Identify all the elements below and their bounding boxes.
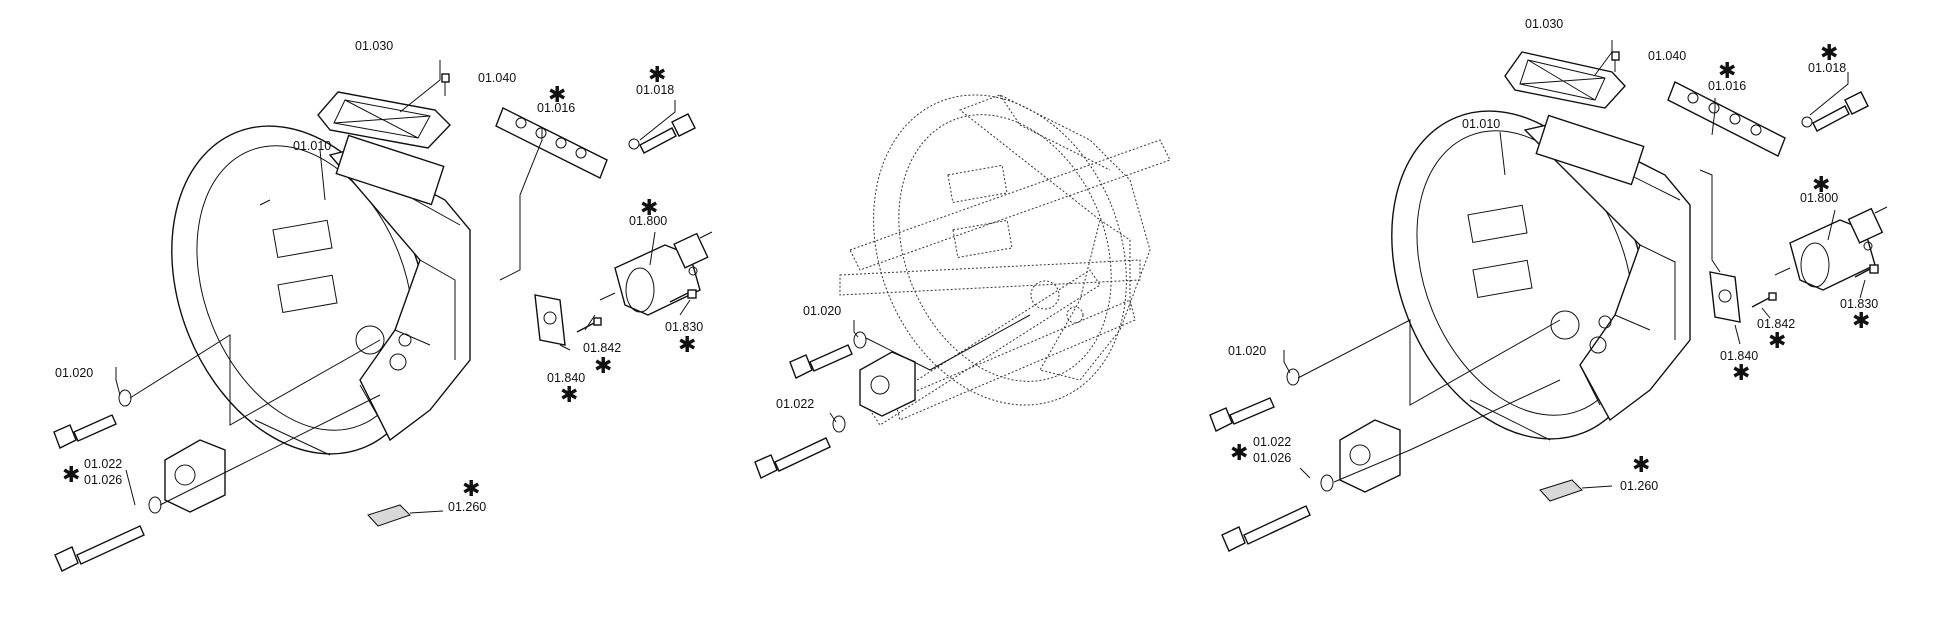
label-right-01016: 01.016 xyxy=(1708,79,1746,93)
middle-assembly: 01.020 01.022 xyxy=(754,94,1171,479)
label-left-01016: 01.016 xyxy=(537,101,575,115)
asterisk-right-01016: ✱ xyxy=(1718,59,1736,84)
label-right-01840: 01.840 xyxy=(1720,349,1758,363)
left-solenoid-valve xyxy=(599,231,713,316)
left-bolt-01830 xyxy=(669,289,697,303)
right-housing xyxy=(1391,110,1691,441)
left-bolt-01040 xyxy=(441,73,450,96)
right-bolt-01020 xyxy=(1209,368,1300,432)
label-right-01010: 01.010 xyxy=(1462,117,1500,131)
asterisk-right-01260: ✱ xyxy=(1632,453,1650,478)
right-bolt-01022 xyxy=(1221,474,1334,552)
left-bracket-block xyxy=(164,439,226,513)
right-cover-plate xyxy=(1504,51,1626,109)
label-left-01030: 01.030 xyxy=(355,39,393,53)
asterisk-right-01840: ✱ xyxy=(1732,361,1750,386)
label-left-01260: 01.260 xyxy=(448,500,486,514)
right-bolt-01040 xyxy=(1611,51,1620,72)
label-left-01020: 01.020 xyxy=(55,366,93,380)
middle-bolt-01022 xyxy=(754,415,846,479)
right-solenoid-valve xyxy=(1774,206,1888,291)
left-bolt-01022 xyxy=(54,496,162,572)
right-leader-lines xyxy=(1283,40,1866,489)
label-middle-01020: 01.020 xyxy=(803,304,841,318)
label-left-01010: 01.010 xyxy=(293,139,331,153)
left-bolt-01020 xyxy=(53,389,132,449)
left-assembly: 01.030 01.040 01.016 01.018 01.010 01.80… xyxy=(53,39,713,572)
label-left-01040: 01.040 xyxy=(478,71,516,85)
middle-bracket-block xyxy=(859,351,916,417)
middle-housing-phantom xyxy=(839,94,1171,426)
left-bolt-01018 xyxy=(628,113,696,154)
label-right-01030: 01.030 xyxy=(1525,17,1563,31)
asterisk-left-01830: ✱ xyxy=(678,333,696,358)
left-flange-plate xyxy=(534,294,566,346)
label-left-01842: 01.842 xyxy=(583,341,621,355)
asterisk-right-01800: ✱ xyxy=(1812,173,1830,198)
label-right-01018: 01.018 xyxy=(1808,61,1846,75)
asterisk-left-01022: ✱ xyxy=(62,463,80,488)
label-right-01020: 01.020 xyxy=(1228,344,1266,358)
label-right-01842: 01.842 xyxy=(1757,317,1795,331)
asterisk-left-01260: ✱ xyxy=(462,477,480,502)
right-screw-01842 xyxy=(1751,292,1777,308)
asterisk-left-01800: ✱ xyxy=(640,196,658,221)
left-housing xyxy=(171,125,471,456)
label-right-01022: 01.022 xyxy=(1253,435,1291,449)
asterisk-left-01840: ✱ xyxy=(560,383,578,408)
right-assembly: 01.030 01.040 01.016 01.018 01.010 01.80… xyxy=(1209,17,1888,552)
left-leader-lines xyxy=(115,60,691,514)
left-cover-plate xyxy=(317,91,451,149)
right-bolt-01830 xyxy=(1854,264,1879,278)
asterisk-left-01018: ✱ xyxy=(648,63,666,88)
label-right-01260: 01.260 xyxy=(1620,479,1658,493)
right-wear-pad xyxy=(1539,479,1583,502)
asterisk-right-01022: ✱ xyxy=(1230,441,1248,466)
label-left-01022: 01.022 xyxy=(84,457,122,471)
label-left-01840: 01.840 xyxy=(547,371,585,385)
asterisk-left-01016: ✱ xyxy=(548,83,566,108)
right-bracket-block xyxy=(1339,419,1401,493)
middle-leader-lines xyxy=(829,314,1031,423)
asterisk-left-01842: ✱ xyxy=(594,354,612,379)
asterisk-right-01842: ✱ xyxy=(1768,329,1786,354)
asterisk-right-01018: ✱ xyxy=(1820,41,1838,66)
label-left-01026: 01.026 xyxy=(84,473,122,487)
left-gasket-strip xyxy=(495,107,608,179)
middle-bolt-01020 xyxy=(789,331,867,379)
label-left-01800: 01.800 xyxy=(629,214,667,228)
label-middle-01022: 01.022 xyxy=(776,397,814,411)
left-screw-01842 xyxy=(576,317,602,333)
label-right-01026: 01.026 xyxy=(1253,451,1291,465)
right-flange-plate xyxy=(1709,271,1741,323)
label-right-01040: 01.040 xyxy=(1648,49,1686,63)
right-bolt-01018 xyxy=(1801,91,1869,132)
asterisk-right-01830: ✱ xyxy=(1852,309,1870,334)
left-wear-pad xyxy=(367,504,411,527)
label-left-01018: 01.018 xyxy=(636,83,674,97)
label-left-01830: 01.830 xyxy=(665,320,703,334)
label-right-01830: 01.830 xyxy=(1840,297,1878,311)
right-gasket-strip xyxy=(1667,81,1786,157)
label-right-01800: 01.800 xyxy=(1800,191,1838,205)
